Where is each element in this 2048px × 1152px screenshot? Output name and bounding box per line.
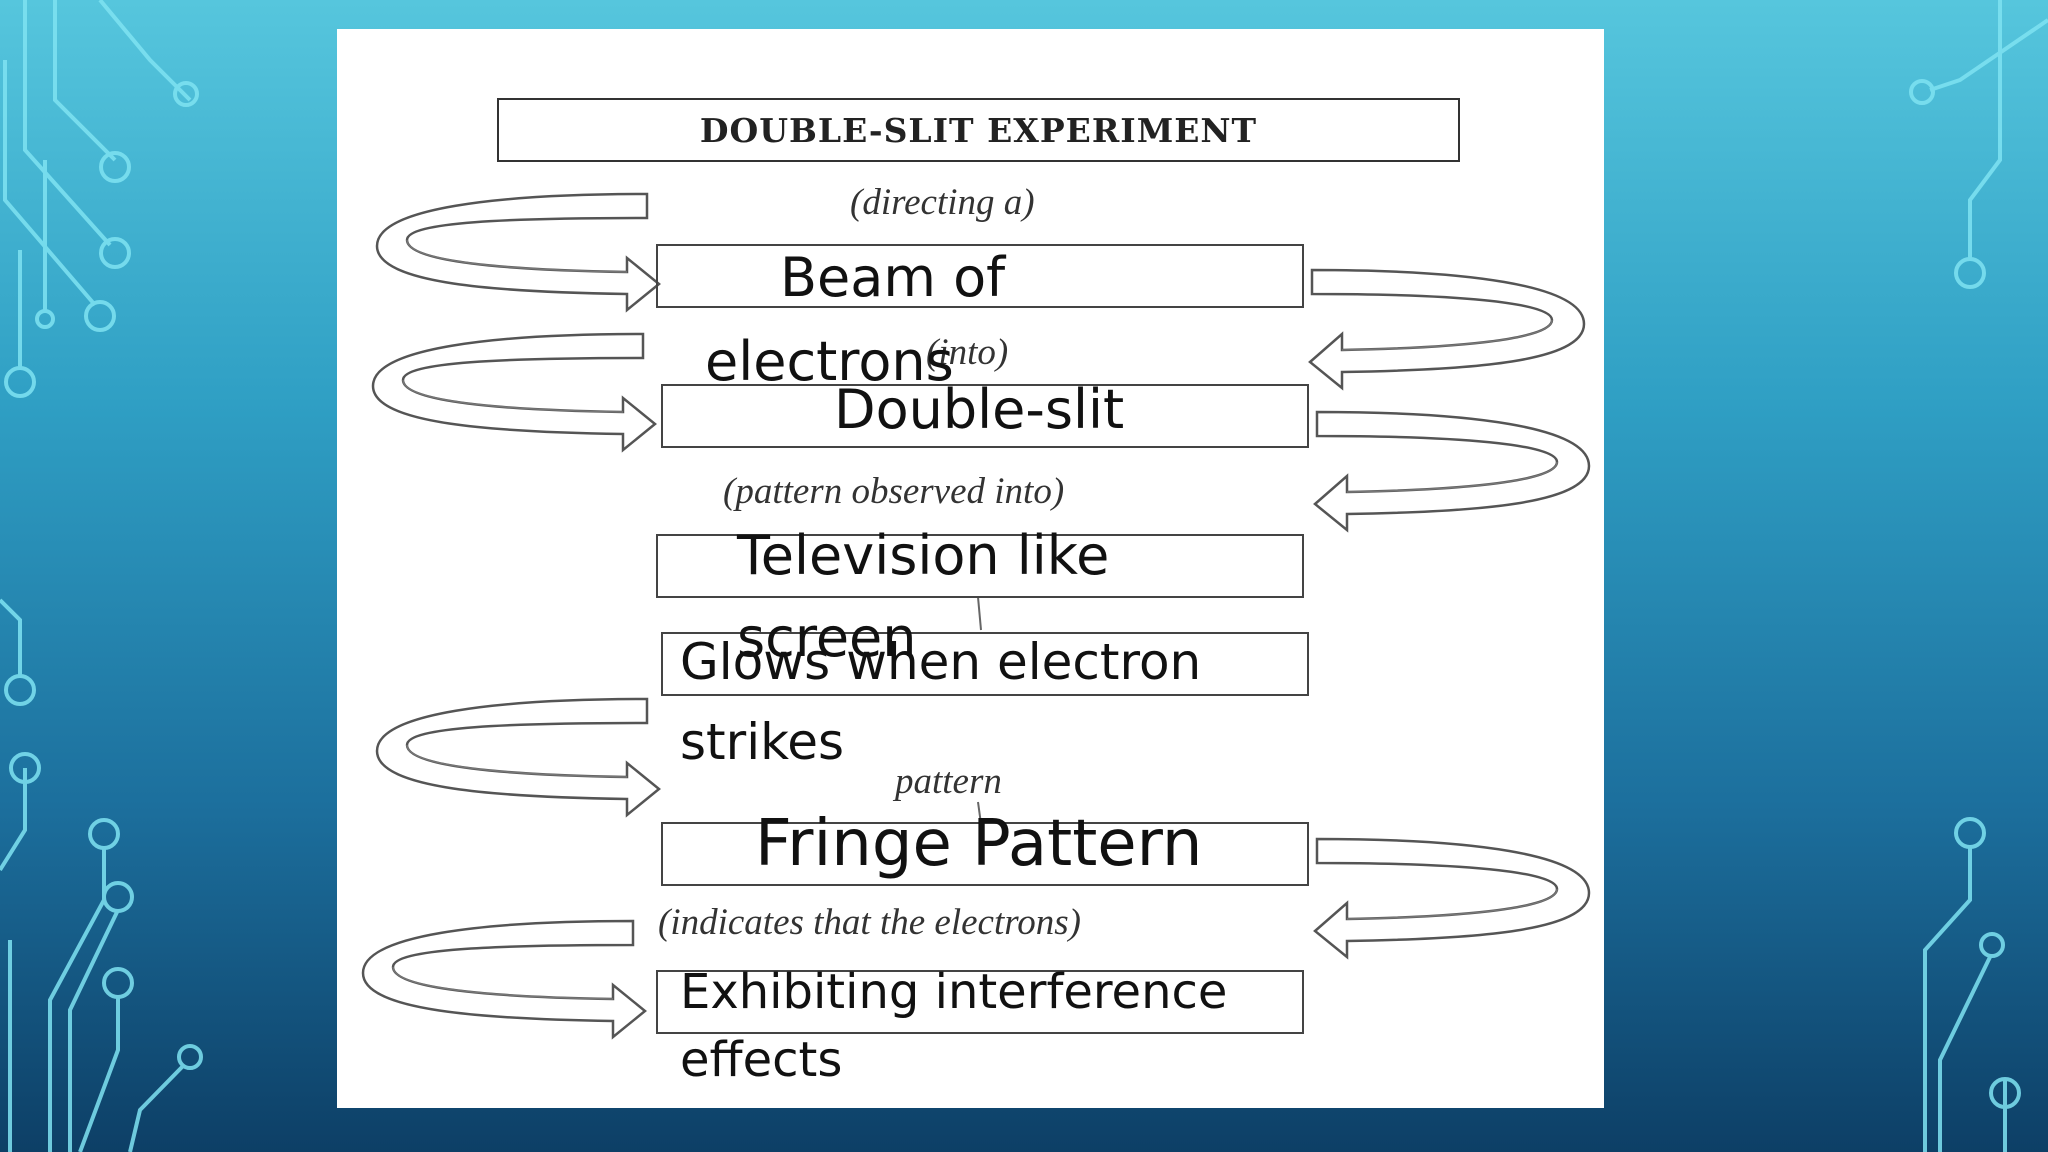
curl-arrow-6 bbox=[1313, 410, 1591, 532]
label-glows-line2: strikes bbox=[680, 713, 845, 771]
label-television-line1: Television like bbox=[737, 524, 1110, 587]
box-glows bbox=[661, 632, 1309, 696]
connector-directing: (directing a) bbox=[850, 182, 1035, 223]
flow-arrows bbox=[361, 192, 1591, 1039]
box-double-slit bbox=[661, 384, 1309, 448]
box-exhibiting bbox=[656, 970, 1304, 1034]
connector-pattern-observed: (pattern observed into) bbox=[723, 471, 1065, 512]
curl-arrow-3 bbox=[375, 697, 661, 817]
connector-pattern: pattern bbox=[895, 761, 1002, 802]
label-exhibiting-line2: effects bbox=[680, 1032, 843, 1088]
diagram-title: DOUBLE-SLIT EXPERIMENT bbox=[497, 98, 1460, 162]
curl-arrow-1 bbox=[375, 192, 661, 312]
diagram-slide: DOUBLE-SLIT EXPERIMENT (directing a) (in… bbox=[337, 29, 1604, 1108]
label-beam-line1: Beam of bbox=[780, 246, 1006, 309]
label-exhibiting-line1: Exhibiting interference bbox=[680, 964, 1228, 1020]
connector-into: (into) bbox=[926, 332, 1009, 373]
box-television bbox=[656, 534, 1304, 598]
label-glows-line1: Glows when electron bbox=[680, 633, 1202, 691]
label-beam-line2: electrons bbox=[705, 330, 954, 393]
connector-line-1 bbox=[977, 596, 982, 631]
curl-arrow-7 bbox=[1313, 837, 1591, 959]
curl-arrow-5 bbox=[1308, 268, 1586, 390]
connector-indicates: (indicates that the electrons) bbox=[658, 902, 1081, 943]
connector-line-2 bbox=[977, 801, 982, 825]
curl-arrow-2 bbox=[371, 332, 657, 452]
box-beam bbox=[656, 244, 1304, 308]
label-double-slit: Double-slit bbox=[834, 378, 1125, 441]
label-fringe: Fringe Pattern bbox=[755, 807, 1203, 881]
box-fringe bbox=[661, 822, 1309, 886]
curl-arrow-4 bbox=[361, 919, 647, 1039]
label-television-line2: screen bbox=[737, 606, 917, 669]
